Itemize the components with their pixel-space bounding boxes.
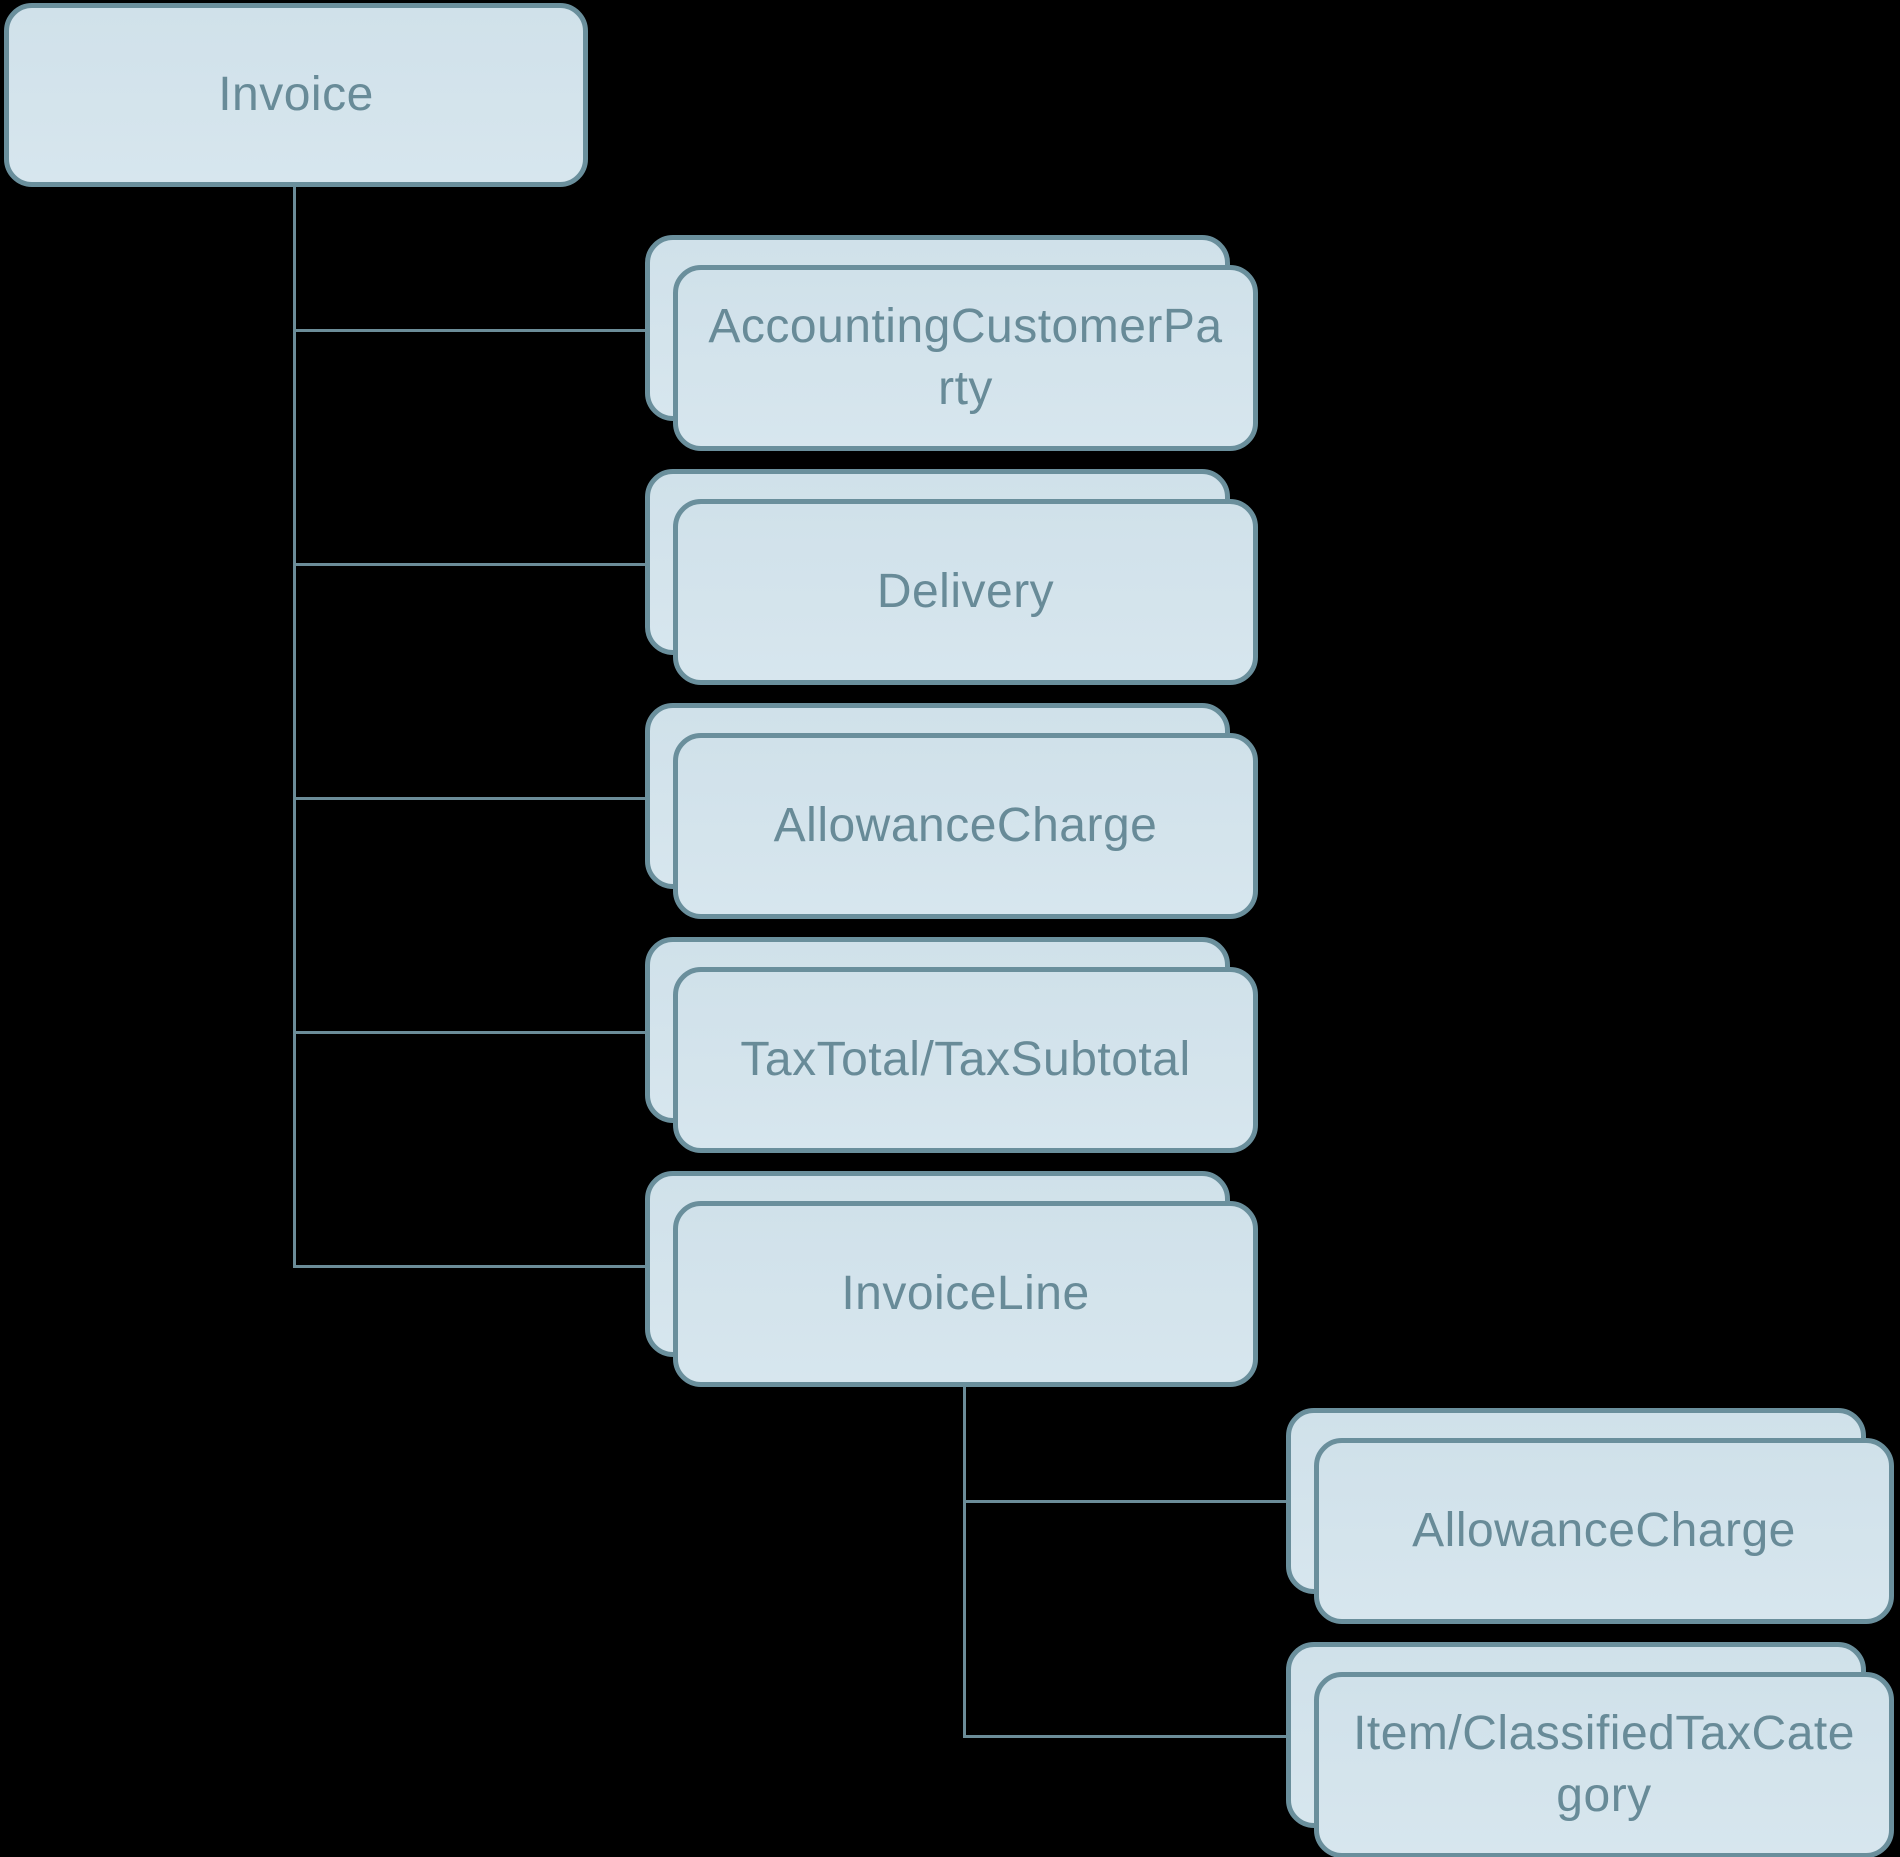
connector-invoice-to-tax-total (293, 1031, 645, 1034)
connector-invoice-line-to-item-classified-tax-category (963, 1735, 1286, 1738)
node-invoice-line-allowance-charge-label: AllowanceCharge (1412, 1504, 1796, 1557)
node-invoice: Invoice (4, 3, 588, 187)
connector-invoice-line-to-allowance-charge (963, 1500, 1286, 1503)
node-tax-total-tax-subtotal-label: TaxTotal/TaxSubtotal (740, 1033, 1191, 1086)
node-item-classified-tax-category: Item/ClassifiedTaxCate gory (1314, 1672, 1894, 1857)
node-invoice-line: InvoiceLine (673, 1201, 1258, 1387)
node-accounting-customer-party-label: AccountingCustomerPa rty (708, 300, 1223, 415)
node-delivery: Delivery (673, 499, 1258, 685)
connector-invoice-to-delivery (293, 563, 645, 566)
node-item-classified-tax-category-label: Item/ClassifiedTaxCate gory (1353, 1707, 1855, 1822)
node-invoice-label: Invoice (218, 68, 374, 121)
connector-invoice-to-allowance-charge (293, 797, 645, 800)
connector-invoice-to-accounting-customer-party (293, 329, 645, 332)
connector-trunk-invoice-line (963, 1387, 966, 1738)
node-allowance-charge: AllowanceCharge (673, 733, 1258, 919)
connector-invoice-to-invoice-line (293, 1265, 645, 1268)
connector-trunk-invoice (293, 187, 296, 1267)
node-allowance-charge-label: AllowanceCharge (773, 799, 1158, 852)
node-invoice-line-allowance-charge: AllowanceCharge (1314, 1438, 1894, 1624)
node-accounting-customer-party: AccountingCustomerPa rty (673, 265, 1258, 451)
node-invoice-line-label: InvoiceLine (841, 1267, 1090, 1320)
node-tax-total-tax-subtotal: TaxTotal/TaxSubtotal (673, 967, 1258, 1153)
node-delivery-label: Delivery (876, 565, 1055, 618)
